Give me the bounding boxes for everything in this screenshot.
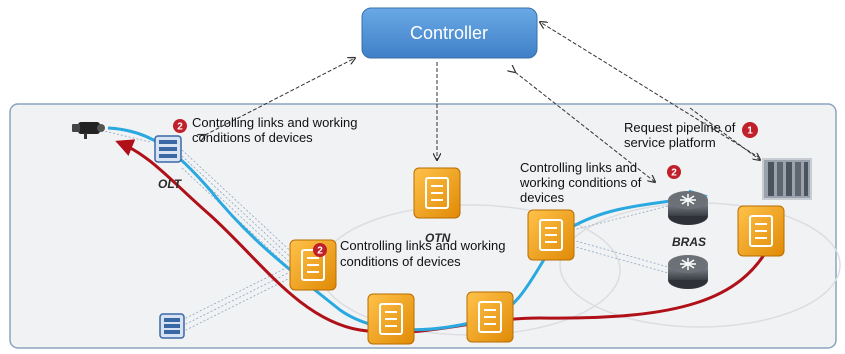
- annotation-left: 2 Controlling links and working conditio…: [173, 115, 357, 145]
- annotation-left-line2: conditions of devices: [192, 130, 313, 145]
- bras-links: [564, 204, 673, 275]
- olt-label: OLT: [158, 177, 183, 191]
- annotation-right: Controlling links and working conditions…: [519, 160, 681, 205]
- annotation-middle: 2 Controlling links and working conditio…: [313, 238, 505, 269]
- otn-switch-icon-far-right[interactable]: [737, 205, 785, 257]
- badge-middle: 2: [317, 246, 323, 257]
- otn-switch-icon[interactable]: [413, 167, 461, 219]
- otn-switch-icon-right[interactable]: [527, 209, 575, 261]
- badge-request: 1: [747, 126, 753, 137]
- annotation-right-line3: devices: [520, 190, 565, 205]
- annotation-middle-line1: Controlling links and working: [340, 238, 505, 253]
- badge-left: 2: [177, 122, 183, 133]
- olt-icon[interactable]: [154, 135, 182, 163]
- server-rack-icon: [762, 158, 812, 200]
- otn-switch-icon-bottom-2[interactable]: [466, 291, 514, 343]
- otn-label: OTN: [425, 231, 451, 245]
- otn-switch-icon-left[interactable]: [289, 239, 337, 291]
- annotation-middle-line2: conditions of devices: [340, 254, 461, 269]
- olt-icon-bottom[interactable]: [159, 313, 185, 339]
- annotation-request-line2: service platform: [624, 135, 716, 150]
- annotation-left-line1: Controlling links and working: [192, 115, 357, 130]
- olt-fiber-links: [99, 129, 299, 333]
- router-icon[interactable]: [668, 191, 708, 225]
- otn-switch-icon-bottom-1[interactable]: [367, 293, 415, 345]
- router-icon-lower[interactable]: [668, 255, 708, 289]
- request-arrow-down: [689, 107, 760, 160]
- control-arrow-left: [205, 58, 355, 135]
- badge-right: 2: [671, 168, 677, 179]
- bras-label: BRAS: [672, 235, 706, 249]
- annotation-right-line2: working conditions of: [519, 175, 642, 190]
- controller-box[interactable]: Controller: [361, 7, 538, 59]
- annotation-right-line1: Controlling links and: [520, 160, 637, 175]
- request-arrow: [540, 22, 761, 159]
- annotation-request: Request pipeline of service platform 1: [624, 120, 758, 150]
- controller-label: Controller: [410, 23, 488, 43]
- annotation-request-line1: Request pipeline of: [624, 120, 736, 135]
- camera-icon: [72, 122, 105, 139]
